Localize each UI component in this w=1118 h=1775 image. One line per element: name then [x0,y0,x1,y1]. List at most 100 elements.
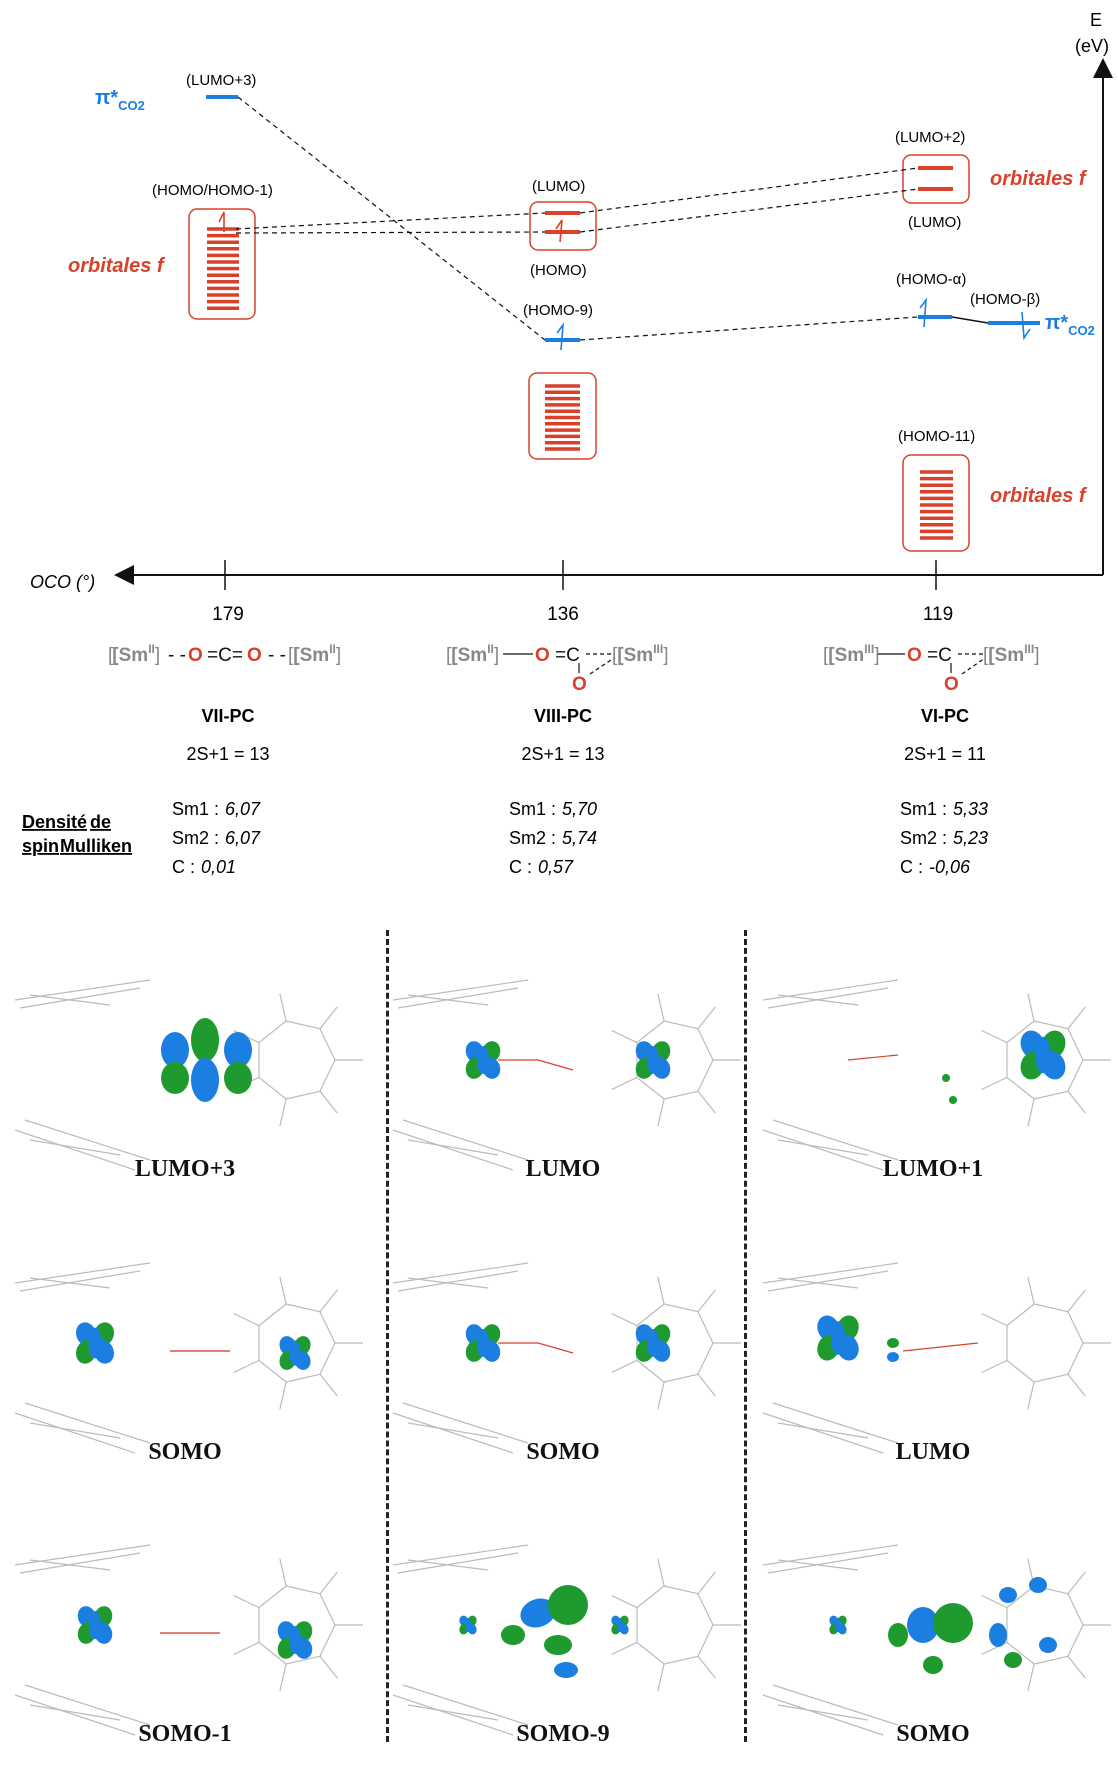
bond-stick [1067,1028,1084,1061]
orbital-picture-label: LUMO+1 [882,1156,984,1182]
bond-stick [29,1559,111,1571]
lumo-box-right [902,154,970,204]
homo-beta-label: (HOMO-β) [970,291,1040,308]
orbital-rendering [762,979,1111,1171]
svg-text:[[SmIII]: [[SmIII] [823,642,879,666]
bond-stick [29,1277,111,1289]
spin-values-vii: Sm1 :6,07 Sm2 :6,07 C :0,01 [172,799,261,877]
orbital-lobe [887,1338,899,1348]
orbital-rendering [392,979,741,1171]
bond-stick [697,1342,714,1375]
bond-stick [657,1381,665,1410]
bond-stick [663,1303,699,1313]
orbitales-f-label-right-bottom: orbitales f [990,485,1088,507]
orbital-rendering [392,1544,741,1736]
orbital-lobe [1004,1652,1022,1668]
homo-homo1-label: (HOMO/HOMO-1) [152,182,273,199]
bond-stick [258,1359,287,1383]
f-orbital-box-left [188,208,256,320]
bond-stick [319,1655,338,1679]
energy-axis-unit: (eV) [1075,36,1109,56]
bond-stick [402,1119,529,1161]
bond-stick [657,1663,665,1692]
electron-up-homo-mid [555,219,563,243]
bond-stick [772,1684,899,1726]
orbital-picture [388,935,748,1205]
orbital-lobe [520,1598,556,1628]
bond-stick [258,1076,287,1100]
svg-text:C :0,01: C :0,01 [172,857,236,877]
bond-stick [657,1276,665,1305]
multiplicity-vi: 2S+1 = 11 [904,744,986,764]
bond-stick [1006,1020,1035,1044]
bond-stick [407,1139,499,1156]
orbital-picture-label: SOMO [896,1721,970,1747]
bond-stick [285,1585,321,1595]
bond-stick [14,979,151,1001]
orbital-rendering [762,1262,1111,1454]
bond-stick [319,1624,336,1657]
multiplicity-viii: 2S+1 = 13 [521,744,604,764]
angle-179: 179 [212,604,244,625]
bond-stick [772,1402,899,1444]
bond-stick [1006,1641,1035,1665]
pi-co2-label-right: π*CO2 [1045,312,1095,338]
bond-stick [663,1585,699,1595]
svg-text:Sm1 :5,33: Sm1 :5,33 [900,799,988,819]
orbital-picture [10,1500,370,1770]
bond-stick [24,1684,151,1726]
svg-text:- -: - - [268,645,286,666]
svg-text:=C: =C [927,645,952,666]
bond-stick [902,1342,979,1352]
svg-text:=C: =C [555,645,580,666]
orbital-picture-label: SOMO [148,1439,222,1465]
orbital-rendering [762,1544,1111,1736]
orbital-lobe [191,1058,219,1102]
multiplicity-vii: 2S+1 = 13 [186,744,269,764]
bond-stick [397,1552,519,1574]
bond-stick [611,1029,638,1044]
bond-stick [767,987,889,1009]
bond-stick [777,1277,859,1289]
svg-text:Sm1 :5,70: Sm1 :5,70 [509,799,597,819]
bond-stick [697,1090,716,1114]
orbitales-f-label-left: orbitales f [68,255,166,277]
orbital-picture-label: LUMO [525,1156,601,1182]
orbital-picture [10,935,370,1205]
bond-stick [407,994,489,1006]
bond-stick [407,1277,489,1289]
bond-stick [1033,1020,1069,1030]
bond-stick [697,1006,716,1030]
bond-stick [285,1373,321,1383]
orbital-lobe [224,1032,252,1068]
bond-stick [1067,1311,1084,1344]
orbital-lobe [1029,1577,1047,1593]
svg-text:Sm1 :6,07: Sm1 :6,07 [172,799,261,819]
bond-stick [611,1076,638,1091]
bond-stick [258,1303,287,1327]
bond-stick [319,1373,338,1397]
svg-text:spin: spin [22,836,59,856]
bond-stick [258,1585,287,1609]
bond-stick [1067,1342,1084,1375]
orbital-rendering [14,1262,363,1454]
orbital-lobe [161,1032,189,1068]
orbital-picture-label: SOMO-9 [516,1721,610,1747]
bond-stick [611,1641,638,1656]
electron-up-homo9 [556,322,565,351]
orbital-lobe [289,1626,301,1654]
orbital-lobe [465,1618,471,1632]
orbital-picture-label: LUMO+3 [134,1156,236,1182]
orbital-lobe [907,1607,939,1643]
svg-text:O: O [247,645,262,666]
bond-stick [697,1571,716,1595]
bond-stick [1006,1076,1035,1100]
svg-text:[[SmII]: [[SmII] [446,642,499,666]
bond-stick [14,1412,136,1454]
orbital-rendering [14,979,363,1171]
orbital-lobe [647,1329,659,1357]
bond-stick [319,1090,338,1114]
bond-stick [319,1571,338,1595]
bond-stick [392,1694,514,1736]
bond-stick [285,1090,321,1100]
